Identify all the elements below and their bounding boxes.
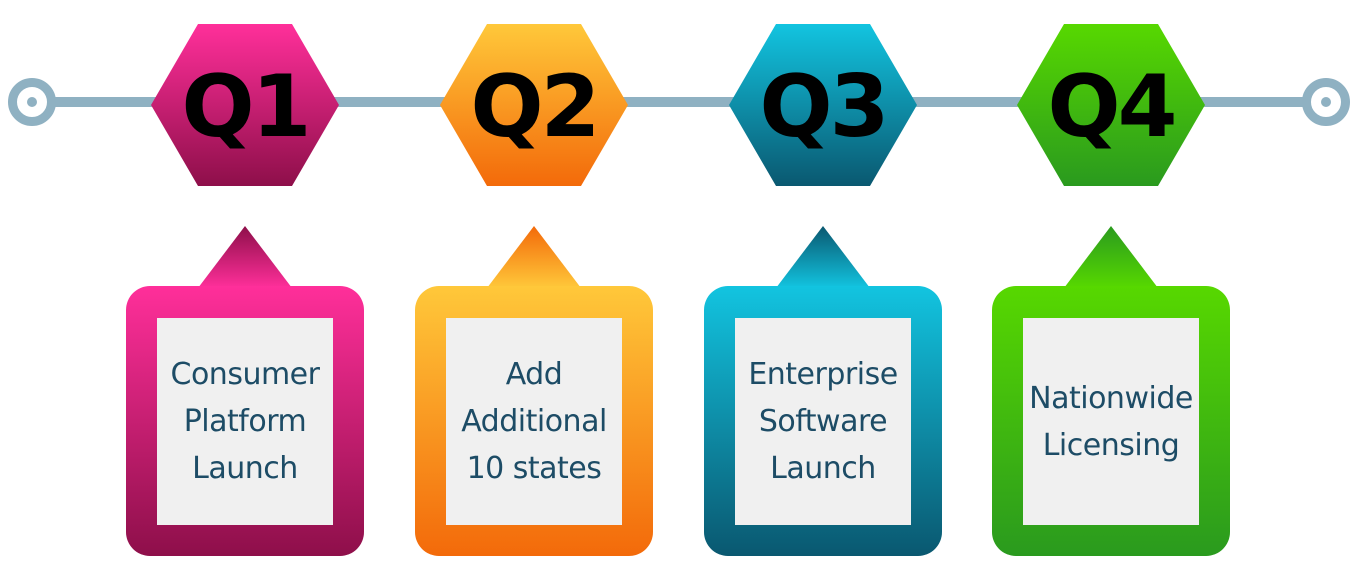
- quarter-label: Q4: [1047, 57, 1178, 157]
- quarter-label: Q1: [181, 57, 312, 157]
- timeline-start-dot: [27, 97, 37, 107]
- milestone-card-body: Nationwide Licensing: [1023, 318, 1199, 525]
- milestone-card: Add Additional 10 states: [415, 286, 653, 556]
- milestone-card: Consumer Platform Launch: [126, 286, 364, 556]
- milestone-text: Enterprise Software Launch: [748, 357, 898, 486]
- milestone-card-body: Add Additional 10 states: [446, 318, 622, 525]
- timeline-end-dot: [1321, 97, 1331, 107]
- quarter-q3: Q3 Enterprise Software Launch: [703, 0, 943, 587]
- callout-pointer: [776, 226, 870, 288]
- quarter-label: Q2: [470, 57, 601, 157]
- quarter-q2: Q2 Add Additional 10 states: [414, 0, 654, 587]
- callout-pointer: [198, 226, 292, 288]
- quarter-q1: Q1 Consumer Platform Launch: [125, 0, 365, 587]
- quarter-q4: Q4 Nationwide Licensing: [991, 0, 1231, 587]
- milestone-text: Add Additional 10 states: [461, 357, 607, 486]
- quarter-label: Q3: [759, 57, 890, 157]
- timeline-start-node: [8, 78, 56, 126]
- timeline-end-node: [1302, 78, 1350, 126]
- quarter-hexagon: Q4: [1017, 24, 1205, 186]
- milestone-text: Consumer Platform Launch: [170, 357, 320, 486]
- callout-pointer: [1064, 226, 1158, 288]
- milestone-card-body: Enterprise Software Launch: [735, 318, 911, 525]
- milestone-card: Nationwide Licensing: [992, 286, 1230, 556]
- milestone-card: Enterprise Software Launch: [704, 286, 942, 556]
- quarter-hexagon: Q3: [729, 24, 917, 186]
- quarter-hexagon: Q1: [151, 24, 339, 186]
- quarter-hexagon: Q2: [440, 24, 628, 186]
- milestone-card-body: Consumer Platform Launch: [157, 318, 333, 525]
- milestone-text: Nationwide Licensing: [1029, 380, 1193, 463]
- callout-pointer: [487, 226, 581, 288]
- timeline-line: [32, 97, 1326, 107]
